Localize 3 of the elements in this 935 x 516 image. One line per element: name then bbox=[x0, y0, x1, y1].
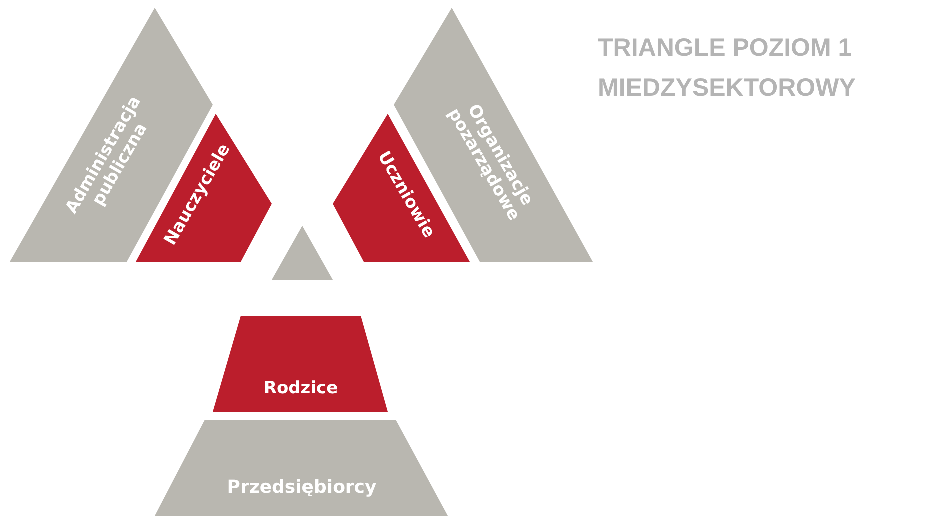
segment-label: Rodzice bbox=[264, 380, 338, 398]
title: TRIANGLE POZIOM 1 MIEDZYSEKTOROWY bbox=[598, 33, 857, 104]
segment-label: Przedsiębiorcy bbox=[227, 478, 377, 498]
